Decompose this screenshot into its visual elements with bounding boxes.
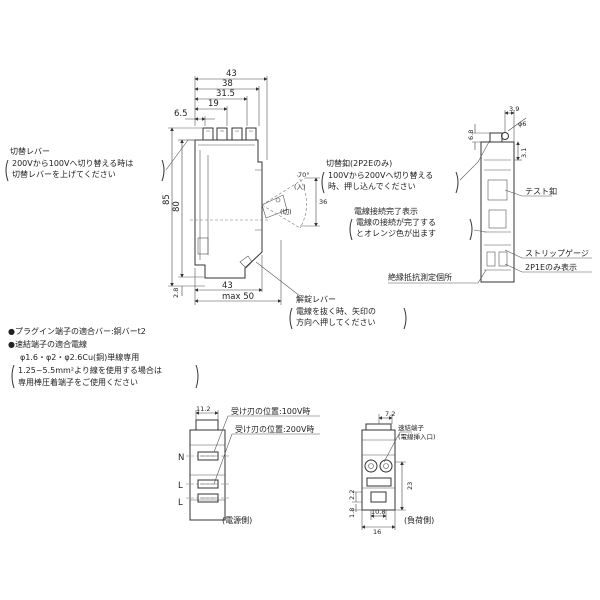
load-side-view: 7.2 速結端子 (電線挿入口) 23 2.2 1.8 10.8 16 (負荷側… bbox=[348, 410, 436, 536]
release-lever-note-1: 電線を抜く時、矢印の bbox=[296, 306, 376, 316]
power-side-caption: (電源側) bbox=[222, 515, 252, 525]
load-side-caption: (負荷側) bbox=[404, 515, 434, 525]
callout-strip-gauge: ストリップゲージ bbox=[504, 248, 592, 259]
callout-switch-pin: 切替釦(2P2Eのみ) 100Vから200Vへ切り替える 時、押し込んでください bbox=[321, 139, 491, 194]
dim-top-43: 43 bbox=[226, 69, 237, 79]
note-bullet-2: ●速結端子の適合電線 bbox=[8, 339, 87, 349]
release-lever-note-2: 方向へ押してください bbox=[296, 317, 376, 327]
dim-23: 23 bbox=[406, 482, 414, 490]
callout-2p1e: 2P1Eのみ表示 bbox=[504, 262, 592, 273]
dim-angle: 70° bbox=[298, 171, 310, 179]
terminal-sub: (電線挿入口) bbox=[398, 432, 436, 441]
test-button-label: テスト釦 bbox=[525, 186, 557, 196]
dim-10-8: 10.8 bbox=[371, 508, 385, 516]
power-side-view: 11.2 受け刃の位置:100V時 受け刃の位置:200V時 N L L (電源… bbox=[178, 405, 320, 525]
dim-6-8: 6.8 bbox=[467, 130, 475, 140]
dim-height-85: 85 bbox=[162, 194, 172, 205]
label-off: (切) bbox=[280, 208, 292, 216]
switch-lever-note-2: 切替レバーを上げてください bbox=[12, 169, 116, 179]
dim-height-80: 80 bbox=[172, 201, 182, 212]
label-n: N bbox=[178, 453, 184, 463]
dim-3-1: 3.1 bbox=[520, 148, 528, 158]
note-paren-2: 専用棒圧着端子をご使用ください bbox=[18, 377, 138, 387]
switch-pin-title: 切替釦(2P2Eのみ) bbox=[326, 158, 392, 168]
dim-bottom-43: 43 bbox=[222, 281, 233, 291]
dim-16: 16 bbox=[373, 528, 381, 536]
dim-3-9: 3.9 bbox=[509, 105, 519, 113]
blade-100v: 受け刃の位置:100V時 bbox=[231, 406, 310, 416]
callout-insulation: 絶縁抵抗測定個所 bbox=[388, 269, 487, 284]
release-lever-title: 解錠レバー bbox=[296, 294, 336, 304]
label-in: (入) bbox=[294, 183, 306, 191]
side-view: 3.9 φ6 6.8 3.1 bbox=[467, 105, 528, 283]
callout-switch-lever: 切替レバー 200Vから100Vへ切り替える時は 切替レバーを上げてください bbox=[5, 139, 205, 182]
note-bullet-2-line-2: φ1.6・φ2・φ2.6Cu(銅)単線専用 bbox=[20, 352, 139, 362]
switch-lever-title: 切替レバー bbox=[10, 146, 50, 156]
dim-top-19: 19 bbox=[208, 99, 219, 109]
note-bullet-1: ●プラグイン端子の適合バー:銅バーt2 bbox=[8, 326, 146, 336]
connection-title: 電線接続完了表示 bbox=[354, 206, 418, 216]
dim-top-6-5: 6.5 bbox=[174, 109, 188, 119]
dim-1-8: 1.8 bbox=[348, 508, 356, 518]
dim-2-2: 2.2 bbox=[348, 490, 356, 500]
only-2p1e-label: 2P1Eのみ表示 bbox=[525, 262, 577, 272]
front-view: (入) (切) 70° 36 43 38 31.5 19 6.5 85 80 bbox=[162, 69, 327, 305]
terminal-title: 速結端子 bbox=[398, 423, 425, 432]
connection-note-1: 電線の接続が完了する bbox=[356, 217, 436, 227]
notes: ●プラグイン端子の適合バー:銅バーt2 ●速結端子の適合電線 φ1.6・φ2・φ… bbox=[8, 326, 199, 389]
callout-release-lever: 解錠レバー 電線を抜く時、矢印の 方向へ押してください bbox=[255, 261, 407, 330]
dim-7-2: 7.2 bbox=[385, 410, 395, 418]
dim-11-2: 11.2 bbox=[196, 405, 210, 413]
switch-pin-note-2: 時、押し込んでください bbox=[328, 181, 416, 191]
dim-bottom-2-8: 2.8 bbox=[172, 288, 180, 298]
label-l1: L bbox=[178, 481, 183, 491]
dim-bottom-max50: max 50 bbox=[222, 292, 254, 302]
switch-pin-note-1: 100Vから200Vへ切り替える bbox=[328, 170, 433, 180]
dim-top-31-5: 31.5 bbox=[216, 89, 235, 99]
dim-phi6: φ6 bbox=[518, 120, 526, 128]
insulation-point-label: 絶縁抵抗測定個所 bbox=[388, 272, 452, 282]
strip-gauge-label: ストリップゲージ bbox=[525, 248, 589, 258]
callout-connection: 電線接続完了表示 電線の接続が完了する とオレンジ色が出ます bbox=[349, 206, 487, 241]
note-paren-1: 1.25~5.5mm²より線を使用する場合は bbox=[18, 365, 162, 375]
switch-lever-note-1: 200Vから100Vへ切り替える時は bbox=[12, 158, 133, 168]
dim-36: 36 bbox=[319, 198, 327, 206]
connection-note-2: とオレンジ色が出ます bbox=[356, 228, 436, 238]
callout-test-button: テスト釦 bbox=[504, 186, 557, 197]
label-l2: L bbox=[178, 498, 183, 508]
dim-top-38: 38 bbox=[222, 79, 233, 89]
blade-200v: 受け刃の位置:200V時 bbox=[235, 424, 314, 434]
